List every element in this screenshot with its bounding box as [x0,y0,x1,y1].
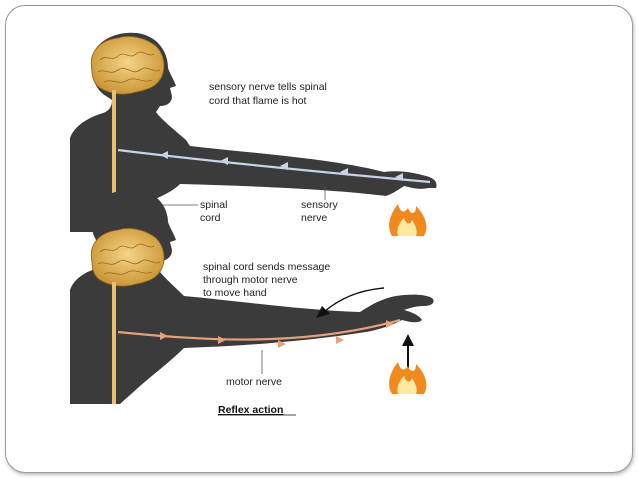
diagram-title: Reflex action [218,404,283,416]
top-panel: sensory nerve tells spinal cord that fla… [70,32,437,236]
top-flame-icon [389,204,427,236]
label-sensory-nerve-line1: sensory [301,199,339,211]
bottom-caption-line3: to move hand [203,287,267,299]
bottom-body-silhouette [70,189,434,404]
bottom-motor-nerve [117,318,401,341]
bottom-motor-arrows [160,320,394,348]
hand-movement-arrow [316,287,385,318]
top-body-silhouette [70,32,437,232]
top-sensory-nerve [117,148,431,184]
top-brain [90,36,165,95]
bottom-flame-icon [389,362,427,394]
label-sensory-nerve-line2: nerve [301,212,327,224]
top-caption-line1: sensory nerve tells spinal [209,81,327,93]
label-motor-nerve: motor nerve [226,376,282,388]
label-spinal-cord-line2: cord [200,212,221,224]
bottom-caption-line2: through motor nerve [203,274,298,286]
top-caption-line2: cord that flame is hot [209,95,307,107]
bottom-panel: spinal cord sends message through motor … [70,189,434,404]
bottom-caption-line1: spinal cord sends message [203,261,330,273]
label-spinal-cord-line1: spinal [200,199,227,211]
bottom-brain [90,228,165,287]
top-sensory-arrows [160,151,403,181]
